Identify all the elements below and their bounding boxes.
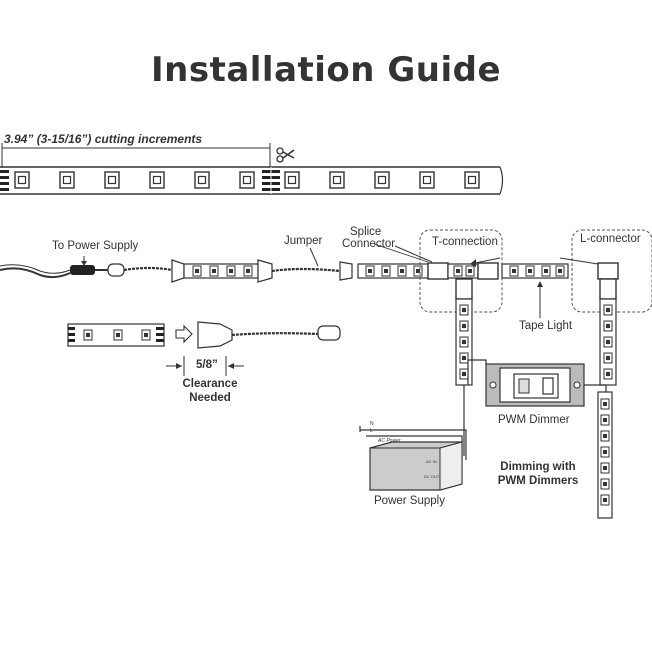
clearance-size-label: 5/8”: [196, 359, 218, 371]
splice-label-line2: Connector: [342, 238, 396, 250]
cutting-dimension: [1, 143, 271, 168]
splice-label-line1: Splice: [350, 226, 382, 238]
dimmed-led-strip: [597, 391, 613, 519]
tape-light-section: [501, 263, 569, 318]
wire-n-label: N: [370, 421, 374, 427]
ps-dc-out-label: DC OUT: [424, 474, 440, 479]
splice-connector: [427, 262, 449, 280]
clearance-label-line2: Needed: [189, 392, 231, 404]
clearance-connector: [197, 321, 341, 349]
jumper-cable: [257, 247, 353, 283]
t-connection: [419, 229, 503, 386]
clearance-strip: [67, 323, 165, 347]
cutting-increments-label: 3.94” (3-15/16”) cutting increments: [4, 132, 203, 146]
power-lead: [0, 259, 185, 283]
jumper-label: Jumper: [284, 235, 323, 247]
dimming-label-line2: PWM Dimmers: [497, 475, 579, 487]
clearance-dimension: [166, 356, 244, 376]
to-power-supply-label: To Power Supply: [52, 240, 139, 252]
ps-ac-in-label: AC IN: [426, 459, 437, 464]
scissors-icon: [276, 147, 295, 163]
pwm-dimmer-label: PWM Dimmer: [498, 414, 570, 426]
page-title: Installation Guide: [150, 50, 501, 90]
pwm-dimmer: [485, 363, 585, 407]
l-connector-label: L-connector: [580, 233, 641, 245]
arrow-right-icon: [175, 324, 193, 344]
tape-light-label: Tape Light: [519, 320, 573, 332]
clearance-label-line1: Clearance: [182, 378, 238, 390]
top-led-strip: [0, 166, 504, 195]
wire-l-label: L: [370, 428, 373, 434]
power-supply-unit: [369, 441, 463, 491]
ac-power-label: AC Power: [378, 438, 401, 444]
short-strip-1: [183, 263, 259, 279]
l-connector: [559, 229, 652, 386]
t-connection-label: T-connection: [432, 236, 498, 248]
power-supply-label: Power Supply: [374, 495, 445, 507]
dimming-label-line1: Dimming with: [500, 461, 576, 473]
